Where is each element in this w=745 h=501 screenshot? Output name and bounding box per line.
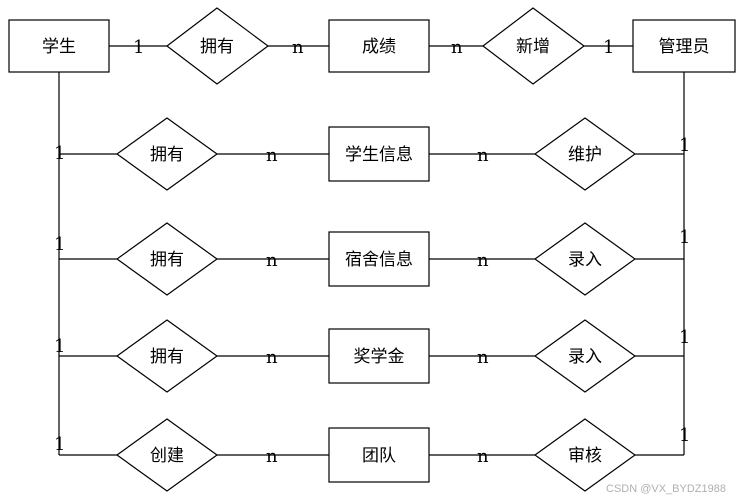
entity-student-label: 学生	[42, 37, 76, 57]
connector-lines	[58, 45, 685, 456]
relation-own-info: 拥有	[115, 117, 219, 191]
card-student-grade-n: n	[292, 37, 304, 58]
watermark-text: CSDN @VX_BYDZ1988	[606, 483, 726, 495]
entity-student-info-label: 学生信息	[345, 145, 413, 165]
card-student-dorm-1: 1	[54, 234, 65, 255]
entity-student-info: 学生信息	[328, 126, 430, 182]
relation-enter-dorm: 录入	[533, 222, 637, 296]
relation-add-label: 新增	[516, 37, 550, 57]
relation-enter-scholarship-label: 录入	[568, 347, 602, 367]
relation-maintain: 维护	[533, 117, 637, 191]
card-student-info-1: 1	[54, 143, 65, 164]
card-admin-grade-n: n	[451, 37, 463, 58]
card-admin-dorm-n: n	[477, 250, 489, 271]
relation-enter-scholarship: 录入	[533, 319, 637, 393]
card-admin-info-n: n	[477, 145, 489, 166]
cardinality-labels: 1 n n 1 1 n n 1 1 n n 1 1 n n 1 1 n n 1	[54, 37, 690, 467]
card-student-scholarship-1: 1	[54, 336, 65, 357]
card-admin-grade-1: 1	[603, 37, 614, 58]
card-student-info-n: n	[266, 145, 278, 166]
card-student-dorm-n: n	[266, 250, 278, 271]
entity-team-label: 团队	[362, 446, 396, 466]
entity-scholarship: 奖学金	[328, 328, 430, 384]
relation-own-grade-label: 拥有	[200, 37, 234, 57]
entity-admin: 管理员	[632, 19, 736, 73]
card-admin-info-1: 1	[679, 135, 690, 156]
card-student-grade-1: 1	[133, 37, 144, 58]
relation-own-info-label: 拥有	[150, 145, 184, 165]
relation-own-dorm: 拥有	[115, 222, 219, 296]
relation-enter-dorm-label: 录入	[568, 250, 602, 270]
entity-scholarship-label: 奖学金	[354, 347, 405, 367]
entity-grade-label: 成绩	[362, 37, 396, 57]
card-student-team-n: n	[266, 446, 278, 467]
card-admin-team-n: n	[477, 446, 489, 467]
card-admin-scholarship-n: n	[477, 347, 489, 368]
entity-admin-label: 管理员	[659, 37, 710, 57]
card-admin-scholarship-1: 1	[679, 327, 690, 348]
entity-team: 团队	[328, 427, 430, 483]
relation-review-label: 审核	[568, 446, 602, 466]
relation-review: 审核	[533, 418, 637, 492]
relation-create: 创建	[115, 418, 219, 492]
relation-own-scholarship-label: 拥有	[150, 347, 184, 367]
card-student-team-1: 1	[54, 434, 65, 455]
relation-maintain-label: 维护	[568, 145, 602, 165]
card-admin-team-1: 1	[679, 425, 690, 446]
entity-dorm-info-label: 宿舍信息	[345, 250, 413, 270]
entity-dorm-info: 宿舍信息	[328, 231, 430, 287]
relation-add: 新增	[482, 7, 586, 85]
entity-grade: 成绩	[328, 19, 430, 73]
relation-create-label: 创建	[150, 446, 184, 466]
card-student-scholarship-n: n	[266, 347, 278, 368]
relation-own-dorm-label: 拥有	[150, 250, 184, 270]
card-admin-dorm-1: 1	[679, 227, 690, 248]
entity-student: 学生	[8, 19, 110, 73]
relation-own-grade: 拥有	[166, 7, 270, 85]
relation-own-scholarship: 拥有	[115, 319, 219, 393]
